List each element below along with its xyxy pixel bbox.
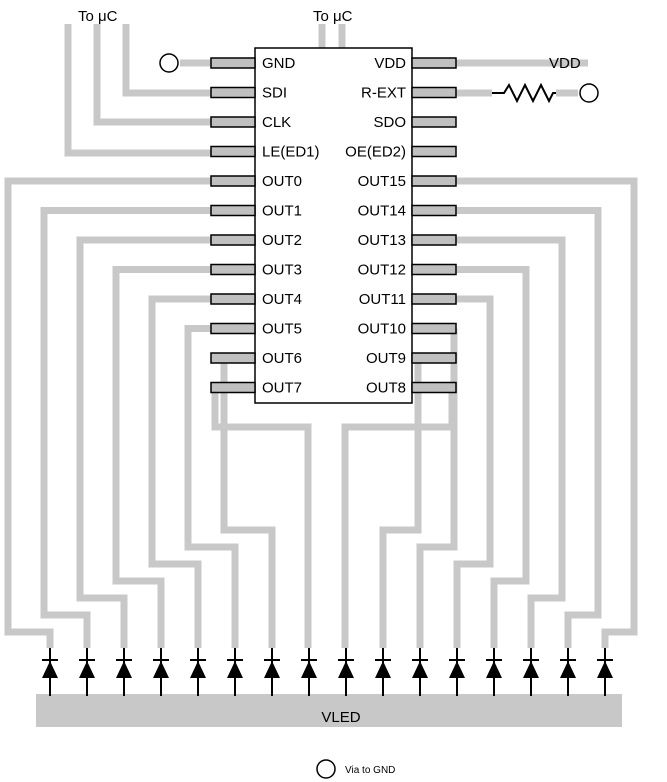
pin-label-left: OUT1 [262,203,302,220]
trace-out5 [184,325,239,648]
pin-left-gnd [210,57,256,69]
trace-out13 [456,236,566,648]
led-diode-icon [412,648,428,696]
trace-out4 [148,295,211,648]
pin-label-right: R-EXT [361,85,406,102]
pin-left-out6 [210,352,256,364]
led-diode-icon [597,648,613,696]
led-diode-icon [560,648,576,696]
pin-left-out3 [210,263,256,276]
led-diode-icon [375,648,391,696]
led-row [42,648,613,696]
pin-left-out0 [210,175,256,187]
pin-label-left: OUT6 [262,350,302,367]
trace-out10 [416,325,458,648]
to-uc-label-left: To μC [78,8,118,25]
pin-label-left: LE(ED1) [262,144,320,161]
pin-label-right: VDD [374,55,406,72]
led-diode-icon [79,648,95,696]
pin-right-out15 [411,175,457,187]
led-diode-icon [264,648,280,696]
trace-out7 [211,392,312,648]
pin-right-out14 [411,204,457,217]
chip-body [254,47,413,404]
pin-label-left: OUT2 [262,232,302,249]
led-diode-icon [523,648,539,696]
pin-label-right: OUT8 [366,380,406,397]
trace-out8 [341,392,456,648]
trace-sdi [122,24,212,97]
pin-left-out7 [210,381,256,394]
pin-left-out1 [210,204,256,217]
pin-label-left: GND [262,55,296,72]
pin-right-out13 [411,234,457,246]
trace-out3 [112,266,211,648]
trace-out1 [40,207,211,648]
resistor-icon [492,82,556,104]
pin-label-left: OUT0 [262,173,302,190]
pin-left-out4 [210,293,256,305]
pin-label-right: OUT9 [366,350,406,367]
rext-via-icon [579,83,599,103]
pin-left-out5 [210,322,256,335]
pin-label-right: OUT15 [358,173,406,190]
led-diode-icon [338,648,354,696]
pin-label-right: SDO [373,114,406,131]
led-diode-icon [486,648,502,696]
to-uc-label-right: To μC [313,8,353,25]
pin-label-right: OUT12 [358,262,406,279]
vled-bar [36,694,622,727]
pin-label-left: OUT5 [262,321,302,338]
trace-out12 [456,266,530,648]
pin-label-left: OUT7 [262,380,302,397]
pin-left-le-ed1- [210,145,256,158]
led-diode-icon [449,648,465,696]
led-diode-icon [42,648,58,696]
trace-le [64,24,212,157]
pin-label-left: CLK [262,114,291,131]
pin-right-out12 [411,263,457,276]
vled-label: VLED [321,709,360,726]
trace-out15 [456,177,638,648]
pin-right-oe-ed2- [411,145,457,158]
trace-out14 [456,207,602,648]
pin-label-right: OUT10 [358,321,406,338]
pin-label-left: SDI [262,85,287,102]
pin-left-sdi [210,86,256,99]
led-diode-icon [153,648,169,696]
led-diode-icon [227,648,243,696]
pin-left-out2 [210,234,256,246]
legend-label: Via to GND [345,765,395,776]
trace-out0 [4,177,211,648]
gnd-via-icon [159,53,179,73]
pin-right-out9 [411,352,457,364]
pin-label-left: OUT4 [262,291,302,308]
pin-right-vdd [411,57,457,69]
pin-right-out10 [411,322,457,335]
chip-pins [210,57,457,394]
trace-out11 [453,295,494,648]
led-diode-icon [301,648,317,696]
legend-via-icon [316,759,336,779]
trace-out2 [76,236,211,648]
pin-label-right: OUT11 [359,291,406,308]
pin-label-right: OE(ED2) [345,144,406,161]
led-diode-icon [116,648,132,696]
vdd-label: VDD [549,55,581,72]
output-traces [4,177,638,648]
pin-right-sdo [411,116,457,128]
trace-clk [93,24,212,126]
pin-right-out11 [411,293,457,305]
led-diode-icon [190,648,206,696]
pin-right-r-ext [411,86,457,99]
pin-right-out8 [411,381,457,394]
chip-pin-labels: GND SDI CLK LE(ED1) OUT0OUT1OUT2OUT3OUT4OUT5… [262,55,406,397]
control-traces-left [64,24,212,157]
pin-label-left: OUT3 [262,262,302,279]
pin-label-right: OUT14 [358,203,406,220]
pin-label-right: OUT13 [358,232,406,249]
pin-left-clk [210,116,256,128]
